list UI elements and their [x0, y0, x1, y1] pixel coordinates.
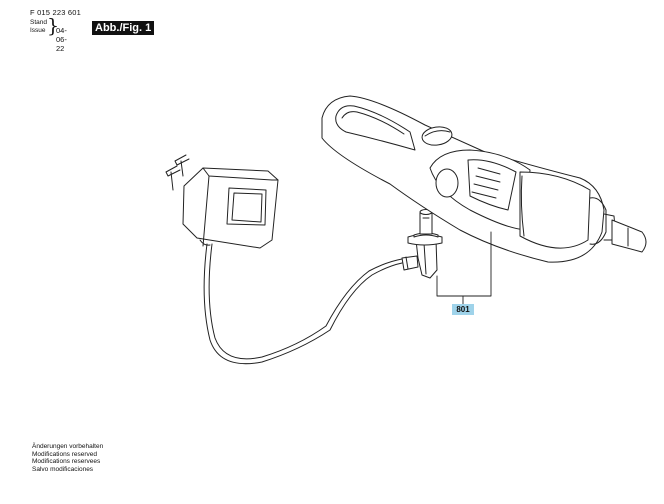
charger-adapter	[182, 167, 279, 249]
plug-prongs	[165, 154, 190, 191]
charging-cord	[203, 243, 403, 365]
charging-connector	[401, 209, 443, 279]
part-801-leader	[436, 231, 492, 305]
stand-issue-labels: Stand Issue	[30, 19, 47, 34]
issue-label: Issue	[30, 26, 46, 34]
disclaimer-line: Modifications reserved	[32, 450, 98, 458]
part-label-801: 801	[452, 304, 474, 315]
disclaimer-line: Modifications reservees	[32, 458, 101, 466]
figure-tag: Abb./Fig. 1	[92, 21, 155, 35]
stand-label: Stand	[30, 19, 47, 26]
brace-glyph: }	[47, 15, 60, 37]
doc-number: F 015 223 601	[30, 8, 81, 17]
disclaimer-line: Salvo modificaciones	[32, 465, 94, 473]
issue-date: 04-06-22	[56, 26, 67, 53]
disclaimer-block: Änderungen vorbehalten Modifications res…	[32, 443, 103, 473]
disclaimer-line: Änderungen vorbehalten	[32, 443, 104, 450]
cordless-screwdriver	[321, 95, 647, 263]
